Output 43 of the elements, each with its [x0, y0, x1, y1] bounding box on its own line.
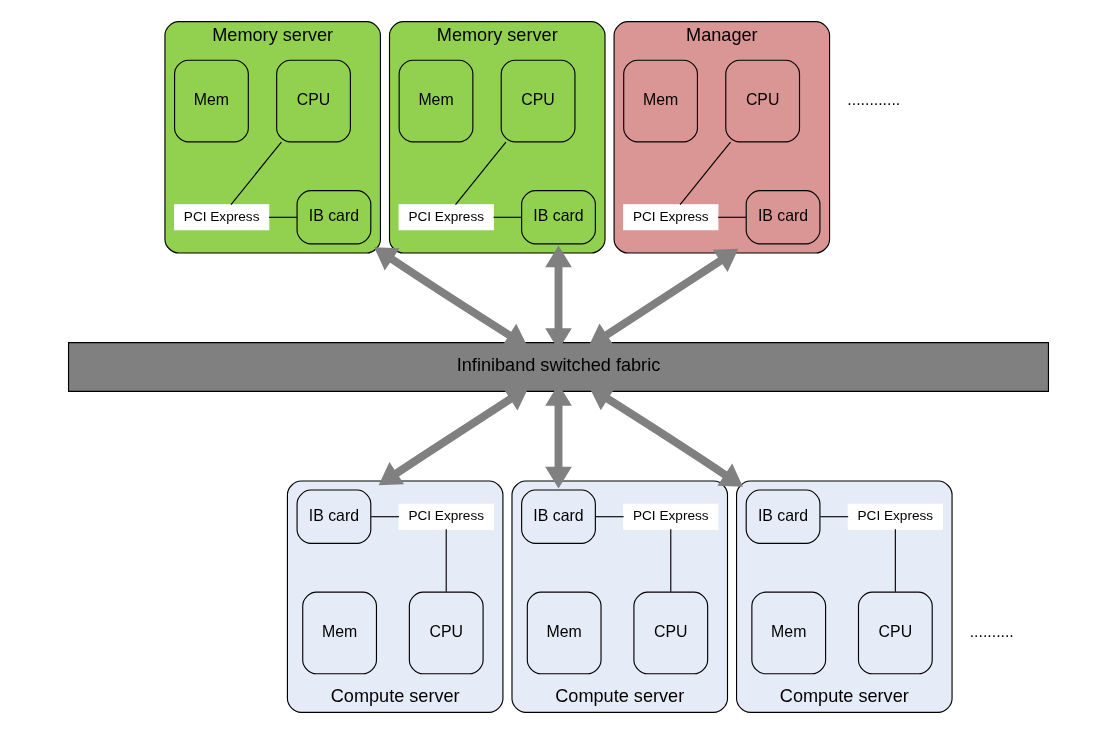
connector	[445, 528, 447, 593]
label: ............	[846, 91, 900, 109]
node-box: CPU	[275, 59, 351, 143]
connector	[267, 216, 297, 218]
label: ..........	[969, 623, 1014, 641]
node-box: CPU	[857, 591, 933, 675]
connector	[492, 216, 522, 218]
node-box: CPU	[632, 591, 708, 675]
node-box: IB card	[296, 489, 371, 544]
node-box: PCI Express	[398, 503, 494, 530]
connector	[894, 528, 896, 593]
connector	[370, 516, 400, 518]
node-box: PCI Express	[622, 204, 718, 231]
node-box: Mem	[526, 591, 602, 675]
node-box: IB card	[520, 190, 596, 245]
node-box: Infiniband switched fabric	[67, 342, 1049, 392]
connector	[229, 141, 282, 206]
node-box: IB card	[296, 190, 371, 245]
node-box: IB card	[520, 489, 596, 544]
node-box: IB card	[745, 190, 820, 245]
arrow	[588, 387, 743, 487]
node-box: Mem	[622, 59, 698, 143]
connector	[594, 516, 624, 518]
node-box: PCI Express	[398, 204, 494, 231]
node-box: IB card	[745, 489, 820, 544]
node-box: PCI Express	[847, 503, 943, 530]
node-box: CPU	[408, 591, 484, 675]
connector	[679, 141, 731, 206]
arrow	[587, 248, 738, 347]
connector	[669, 528, 671, 593]
arrow	[373, 247, 528, 347]
node-box: CPU	[500, 59, 575, 143]
node-box: Mem	[398, 59, 473, 143]
node-box: PCI Express	[173, 204, 269, 231]
arrow	[378, 387, 529, 486]
connector	[819, 516, 849, 518]
node-box: PCI Express	[622, 503, 718, 530]
connector	[454, 141, 506, 206]
node-box: Mem	[301, 591, 377, 675]
node-box: Mem	[173, 59, 249, 143]
connector	[717, 216, 747, 218]
node-box: CPU	[724, 59, 800, 143]
node-box: Mem	[750, 591, 826, 675]
